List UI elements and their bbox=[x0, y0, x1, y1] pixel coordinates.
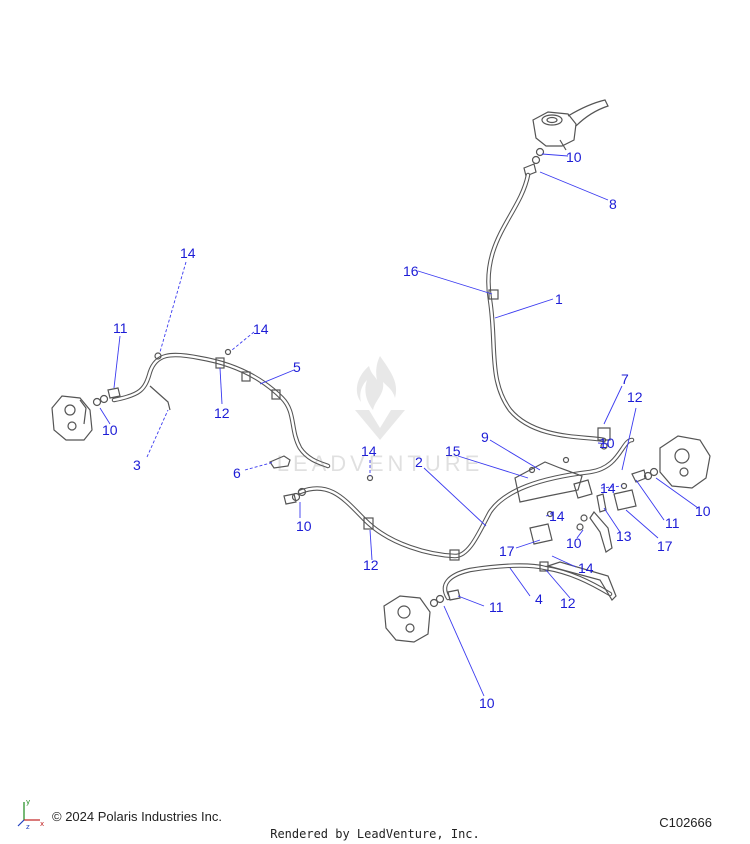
axis-indicator-icon: y x z bbox=[17, 798, 44, 830]
diagram-code: C102666 bbox=[659, 815, 712, 830]
banjo-bolt bbox=[631, 469, 647, 483]
callout-1: 1 bbox=[555, 291, 563, 307]
hose-clip bbox=[363, 517, 374, 530]
callout-4: 4 bbox=[535, 591, 543, 607]
crush-washer bbox=[643, 467, 659, 481]
crush-washer bbox=[576, 514, 588, 531]
callout-11: 11 bbox=[489, 599, 504, 615]
fastener bbox=[154, 348, 232, 360]
callout-12: 12 bbox=[627, 389, 643, 405]
callout-6: 6 bbox=[233, 465, 241, 481]
callout-14: 14 bbox=[549, 508, 565, 524]
callout-11: 11 bbox=[665, 515, 680, 531]
axis-label-y: y bbox=[26, 798, 30, 806]
hose-clip bbox=[488, 289, 499, 300]
callout-10: 10 bbox=[566, 149, 582, 165]
brake-line-left bbox=[111, 352, 331, 469]
bolt bbox=[269, 455, 291, 469]
hose-clip bbox=[449, 549, 549, 572]
callout-10: 10 bbox=[296, 518, 312, 534]
axis-label-z: z bbox=[26, 823, 30, 830]
bolt bbox=[596, 493, 607, 513]
fastener bbox=[366, 474, 628, 518]
master-cylinder bbox=[532, 99, 609, 151]
callout-10: 10 bbox=[102, 422, 118, 438]
callout-14: 14 bbox=[578, 560, 594, 576]
brake-junction-block bbox=[573, 479, 593, 499]
callout-3: 3 bbox=[133, 457, 141, 473]
axis-label-x: x bbox=[40, 820, 44, 828]
brake-line-center bbox=[297, 437, 635, 559]
callout-17: 17 bbox=[499, 543, 515, 559]
leadventure-watermark: LEADVENTURE bbox=[245, 352, 515, 477]
callout-17: 17 bbox=[657, 538, 673, 554]
banjo-bolt bbox=[523, 163, 537, 177]
callout-15: 15 bbox=[445, 443, 461, 459]
bracket bbox=[529, 489, 637, 545]
brake-caliper-rear bbox=[383, 595, 431, 643]
bracket bbox=[149, 385, 171, 411]
callout-12: 12 bbox=[214, 405, 230, 421]
callout-5: 5 bbox=[293, 359, 301, 375]
brake-caliper-left-front bbox=[51, 395, 93, 441]
banjo-bolt bbox=[597, 427, 611, 450]
banjo-bolt bbox=[283, 493, 297, 505]
flame-logo-icon bbox=[355, 356, 405, 440]
crush-washer bbox=[531, 147, 545, 165]
callout-14: 14 bbox=[361, 443, 377, 459]
banjo-bolt bbox=[447, 589, 461, 601]
callout-10: 10 bbox=[479, 695, 495, 711]
brake-caliper-right-front bbox=[659, 435, 711, 489]
banjo-bolt bbox=[107, 387, 121, 399]
callout-8: 8 bbox=[609, 196, 617, 212]
brake-hose-front bbox=[486, 172, 607, 443]
callout-10: 10 bbox=[599, 435, 615, 451]
mounting-bracket bbox=[514, 456, 583, 503]
callout-14: 14 bbox=[600, 480, 616, 496]
callout-11: 11 bbox=[113, 320, 128, 336]
callout-9: 9 bbox=[481, 429, 489, 445]
watermark-text: LEADVENTURE bbox=[276, 451, 484, 476]
callout-14: 14 bbox=[180, 245, 196, 261]
callout-10: 10 bbox=[566, 535, 582, 551]
callout-7: 7 bbox=[621, 371, 629, 387]
line-fitting bbox=[589, 511, 613, 553]
brake-line-rear bbox=[442, 561, 617, 601]
leader-lines bbox=[99, 153, 699, 697]
callout-16: 16 bbox=[403, 263, 419, 279]
callout-12: 12 bbox=[560, 595, 576, 611]
rendered-by-credit: Rendered by LeadVenture, Inc. bbox=[270, 827, 480, 841]
callout-13: 13 bbox=[616, 528, 632, 544]
callout-10: 10 bbox=[695, 503, 711, 519]
callout-2: 2 bbox=[415, 454, 423, 470]
crush-washer bbox=[429, 594, 445, 608]
copyright-notice: © 2024 Polaris Industries Inc. bbox=[52, 809, 222, 824]
callout-12: 12 bbox=[363, 557, 379, 573]
crush-washer bbox=[92, 394, 109, 407]
callout-14: 14 bbox=[253, 321, 269, 337]
